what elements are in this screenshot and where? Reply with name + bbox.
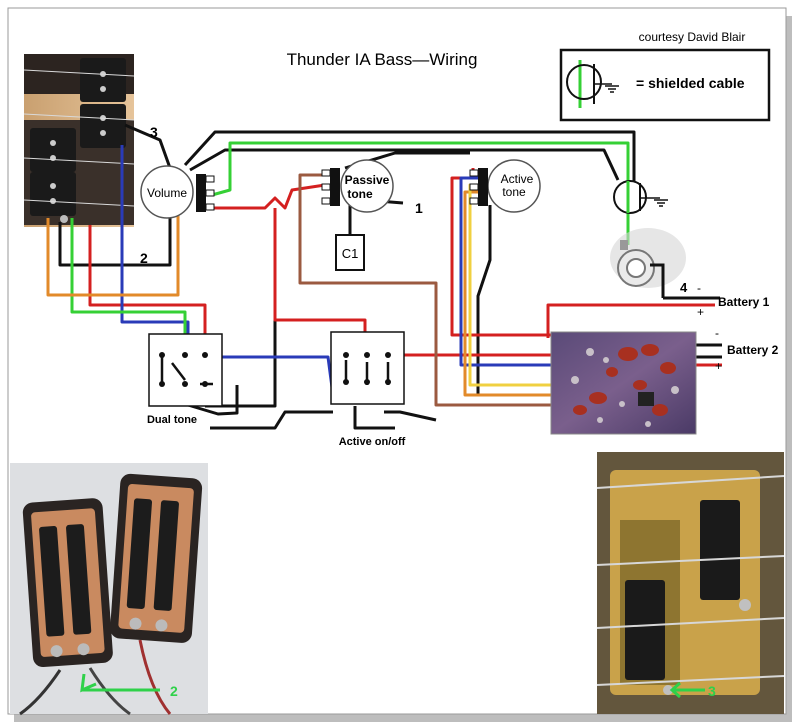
capacitor-label: C1 <box>342 246 359 261</box>
active-onoff-label: Active on/off <box>339 436 406 448</box>
bass-body-photo: 3 <box>596 452 785 714</box>
battery1-plus: + <box>697 305 704 319</box>
black-wires <box>58 123 722 430</box>
left-photo-callout: 2 <box>170 683 178 699</box>
battery1-minus: - <box>697 281 701 295</box>
point-3-label: 3 <box>150 124 158 140</box>
capacitor-c1: C1 <box>335 234 365 271</box>
active-tone-pot: Active tone <box>469 159 541 213</box>
volume-pot: Volume <box>140 165 215 219</box>
pickups-photo <box>23 54 135 227</box>
dual-tone-switch: Dual tone <box>147 333 223 426</box>
volume-label: Volume <box>147 186 187 200</box>
brown-wires <box>298 173 560 407</box>
preamp-board <box>550 331 697 435</box>
output-jack <box>610 228 686 298</box>
shield-icon <box>566 64 602 100</box>
ground-icon <box>654 199 668 207</box>
passive-tone-label-2: tone <box>347 187 373 201</box>
battery2-minus: - <box>715 326 719 340</box>
battery2-plus: + <box>715 359 722 373</box>
point-2-label: 2 <box>140 250 148 266</box>
point-1-label: 1 <box>415 200 423 216</box>
ground-icon <box>605 85 619 93</box>
battery1-label: Battery 1 <box>718 295 770 309</box>
legend-text: = shielded cable <box>636 75 745 91</box>
active-onoff-switch: Active on/off <box>330 331 406 448</box>
active-tone-label-2: tone <box>502 185 526 199</box>
active-tone-label-1: Active <box>501 172 534 186</box>
credit-text: courtesy David Blair <box>639 30 746 44</box>
passive-tone-pot: Passive tone <box>321 159 394 213</box>
shield-icon <box>613 180 647 214</box>
shielded-cable-symbol <box>613 180 668 214</box>
right-photo-callout: 3 <box>708 683 716 699</box>
diagram-title: Thunder IA Bass—Wiring <box>287 50 478 69</box>
shielded-cable-legend: = shielded cable <box>559 48 771 122</box>
point-4-label: 4 <box>680 280 688 295</box>
pickups-back-photo: 2 <box>10 463 208 716</box>
battery2-label: Battery 2 <box>727 343 779 357</box>
dual-tone-label: Dual tone <box>147 414 197 426</box>
passive-tone-label-1: Passive <box>345 173 390 187</box>
